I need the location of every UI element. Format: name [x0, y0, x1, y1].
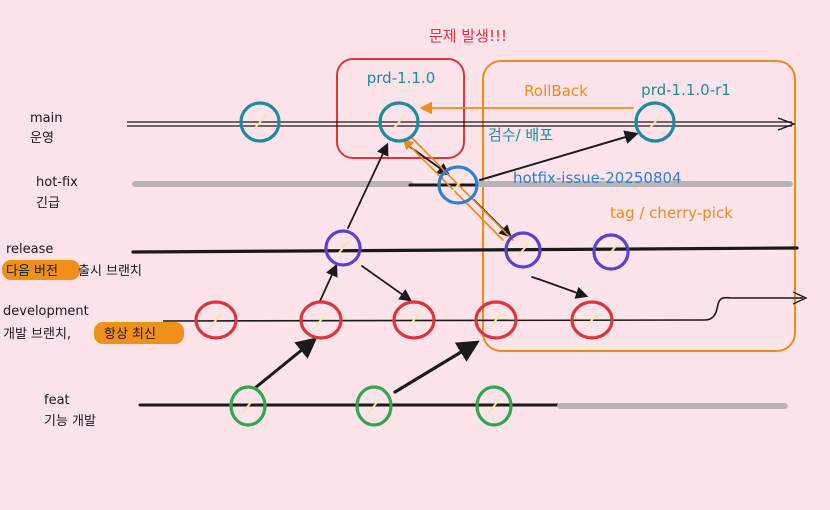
- commit-tick-mark: [649, 115, 661, 129]
- release-highlight-marker: [2, 260, 80, 280]
- tag-cherry-pick-label: tag / cherry-pick: [610, 204, 733, 222]
- branch-hotfix-name: hot-fix: [36, 175, 78, 190]
- prd-r1-tag-label: prd-1.1.0-r1: [641, 81, 731, 99]
- commit-release-2: [504, 231, 542, 269]
- branch-feat-desc: 기능 개발: [44, 414, 96, 429]
- branch-release-name: release: [6, 242, 53, 257]
- commit-dev-4: [474, 300, 518, 340]
- commit-tick-mark: [210, 313, 222, 327]
- development-branch-line: [162, 291, 808, 322]
- commit-tick-mark: [337, 241, 349, 255]
- commit-tick-mark: [488, 399, 500, 413]
- branch-hotfix-desc: 긴급: [36, 196, 60, 211]
- hotfix-scope-box: [482, 60, 796, 352]
- commit-release-3: [592, 233, 630, 271]
- rollback-label: RollBack: [524, 82, 588, 100]
- branch-development-name: development: [3, 304, 89, 319]
- diagram-title: 문제 발생!!!: [429, 27, 507, 45]
- arrow-release-to-main: [347, 142, 389, 229]
- branch-release-desc-highlight: 다음 버전: [6, 264, 58, 279]
- commit-main-prd-r1: [634, 101, 676, 143]
- feat-branch-line: [138, 403, 788, 409]
- branch-main-name: main: [30, 111, 62, 126]
- commit-dev-2: [299, 300, 343, 340]
- hotfix-branch-line: [132, 181, 793, 187]
- commit-feat-1: [229, 385, 267, 427]
- arrow-release-to-dev-2: [531, 276, 589, 299]
- branch-feat-name: feat: [44, 393, 70, 408]
- commit-tick-mark: [315, 313, 327, 327]
- branch-development-desc-plain: 개발 브랜치,: [3, 327, 71, 342]
- commit-dev-5: [570, 300, 614, 340]
- cherry-pick-arrow-2: [411, 137, 514, 241]
- commit-tick-mark: [254, 115, 266, 129]
- commit-tick-mark: [605, 245, 617, 259]
- branch-release-desc-rest: 출시 브랜치: [78, 264, 142, 279]
- commit-feat-3: [475, 385, 513, 427]
- commit-hotfix-1: [437, 165, 479, 205]
- commit-tick-mark: [490, 313, 502, 327]
- commit-dev-3: [392, 300, 436, 340]
- commit-release-1: [324, 229, 362, 267]
- arrow-feat-to-dev-1: [253, 337, 318, 390]
- commit-tick-mark: [368, 399, 380, 413]
- main-branch-line: [127, 117, 796, 131]
- commit-dev-1: [194, 300, 238, 340]
- development-arrow-icon: [792, 291, 808, 305]
- development-highlight-marker: [94, 322, 184, 344]
- commit-main-1: [239, 101, 281, 143]
- commit-main-prd: [378, 101, 420, 143]
- branch-main-desc: 운영: [30, 131, 54, 146]
- commit-tick-mark: [408, 313, 420, 327]
- commit-tick-mark: [393, 115, 405, 129]
- release-branch-line: [131, 246, 799, 254]
- review-deploy-label: 검수/ 배포: [488, 126, 553, 144]
- prd-tag-label: prd-1.1.0: [367, 69, 436, 87]
- commit-tick-mark: [586, 313, 598, 327]
- commit-tick-mark: [452, 178, 464, 192]
- arrow-dev-to-release: [319, 263, 338, 302]
- hotfix-branch-label: hotfix-issue-20250804: [513, 169, 682, 187]
- branch-development-desc-highlight: 항상 최신: [104, 327, 156, 342]
- commit-tick-mark: [517, 243, 529, 257]
- main-arrow-icon: [777, 117, 796, 131]
- commit-tick-mark: [242, 399, 254, 413]
- commit-feat-2: [355, 385, 393, 427]
- arrow-feat-to-dev-2: [393, 340, 480, 394]
- arrow-release-to-dev: [361, 265, 413, 302]
- arrow-hotfix-to-main-r1: [479, 130, 639, 181]
